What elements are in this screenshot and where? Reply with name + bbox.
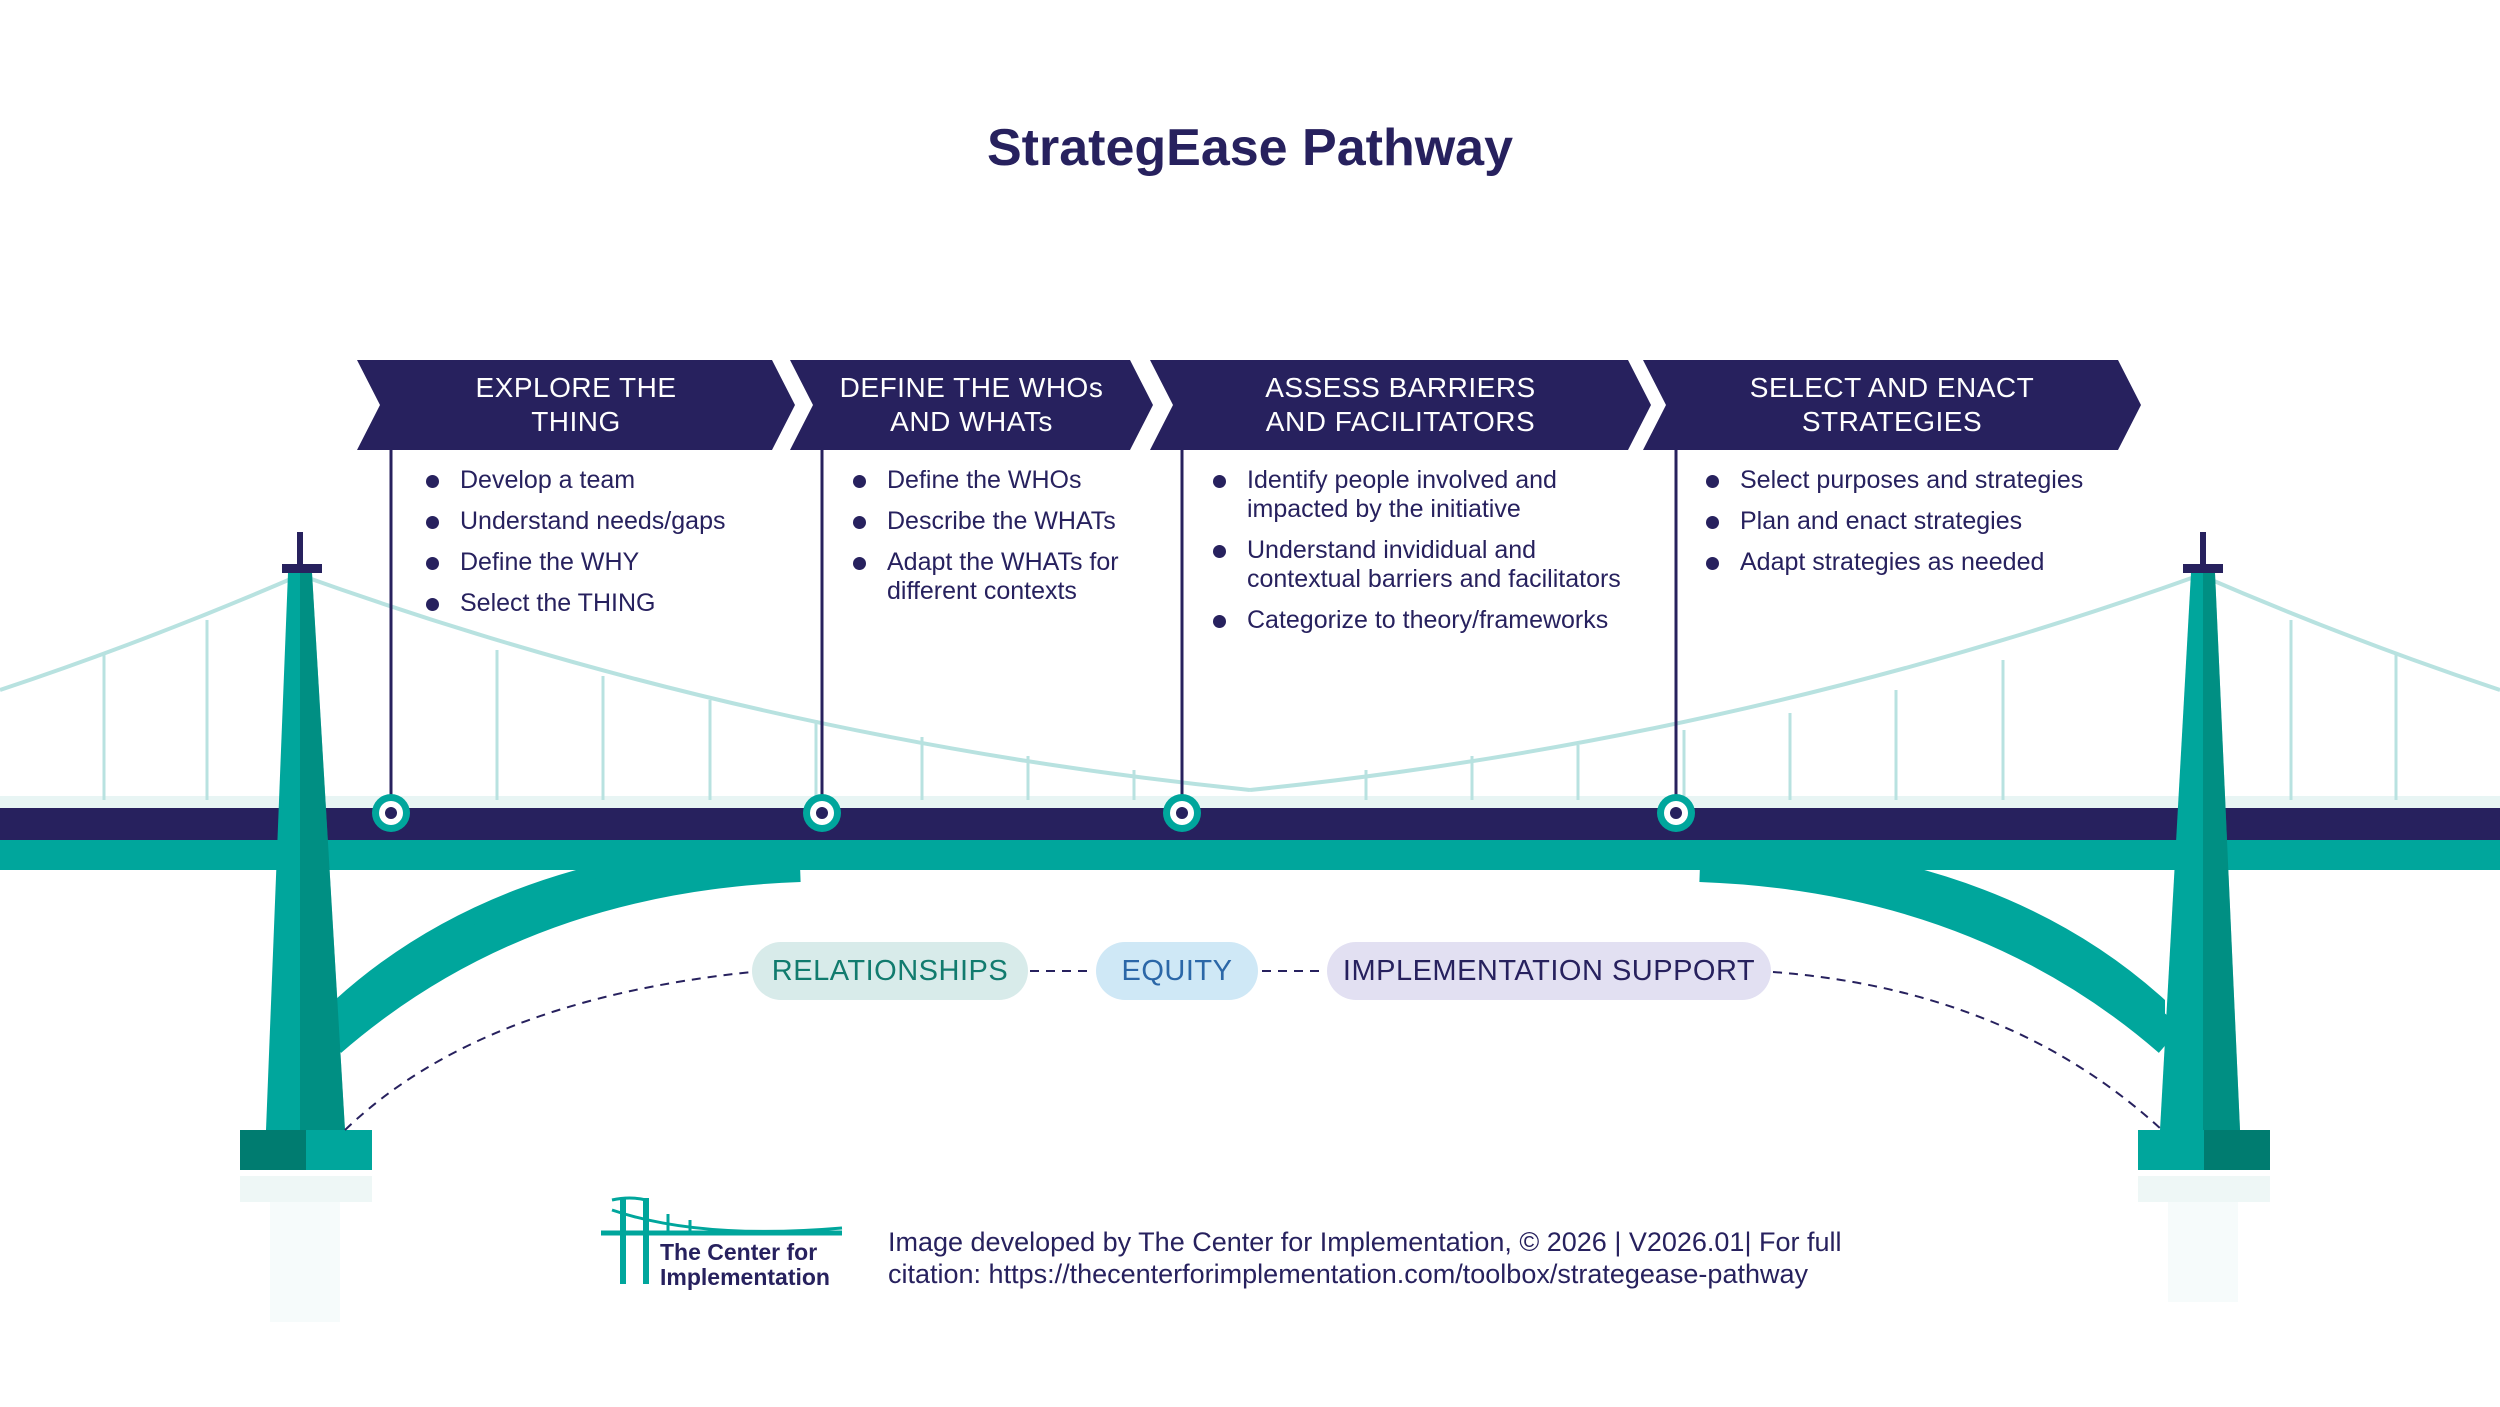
suspension-cables: [0, 573, 2500, 792]
list-item: Identify people involved and impacted by…: [1211, 466, 1671, 524]
phase-1-task-list: Develop a team Understand needs/gaps Def…: [424, 466, 804, 630]
milestone-marker-4: [1657, 794, 1695, 832]
list-item: Understand invididual and contextual bar…: [1211, 536, 1671, 594]
right-tower: [2138, 532, 2270, 1170]
implementation-support-pill: IMPLEMENTATION SUPPORT: [1327, 942, 1771, 1000]
right-outer-cable: [2199, 573, 2500, 692]
phase-connectors: [389, 450, 1678, 800]
milestone-marker-3: [1163, 794, 1201, 832]
credit-line-2: citation: https://thecenterforimplementa…: [888, 1259, 1808, 1289]
equity-pill: EQUITY: [1096, 942, 1258, 1000]
phase-label-select: SELECT AND ENACT STRATEGIES: [1749, 372, 2035, 437]
milestone-markers: [372, 794, 1695, 832]
bridge-deck-girder: [0, 840, 2500, 870]
deck-shadow: [0, 796, 2500, 808]
list-item: Define the WHOs: [851, 466, 1171, 495]
phase-banners: [357, 360, 2141, 450]
left-main-cable: [299, 573, 1251, 792]
left-tower-reflection-lower: [270, 1202, 340, 1322]
list-item: Develop a team: [424, 466, 804, 495]
milestone-marker-2: [803, 794, 841, 832]
list-item: Plan and enact strategies: [1704, 507, 2164, 536]
left-outer-cable: [0, 573, 301, 692]
credit-line-1: Image developed by The Center for Implem…: [888, 1227, 1842, 1257]
phase-banner-3: [1150, 360, 1651, 450]
left-tower-reflection: [240, 1176, 372, 1202]
list-item: Define the WHY: [424, 548, 804, 577]
phase-banner-4: [1643, 360, 2141, 450]
phase-4-task-list: Select purposes and strategies Plan and …: [1704, 466, 2164, 589]
phase-label-define: DEFINE THE WHOs AND WHATs: [839, 372, 1104, 437]
bridge-arch: [335, 840, 2165, 1045]
phase-banner-1: [357, 360, 795, 450]
right-arch-ring: [1699, 848, 2182, 1053]
list-item: Adapt the WHATs for different contexts: [851, 548, 1171, 606]
right-tower-reflection-lower: [2168, 1202, 2238, 1302]
bridge-deck-road: [0, 808, 2500, 840]
list-item: Understand needs/gaps: [424, 507, 804, 536]
phase-label-assess: ASSESS BARRIERS AND FACILITATORS: [1265, 372, 1536, 437]
milestone-marker-1: [372, 794, 410, 832]
list-item: Select the THING: [424, 589, 804, 618]
phase-banner-2: [790, 360, 1153, 450]
phase-3-task-list: Identify people involved and impacted by…: [1211, 466, 1671, 647]
cable-hangers: [102, 620, 2398, 800]
image-credit: Image developed by The Center for Implem…: [888, 1226, 2088, 1290]
relationships-pill: RELATIONSHIPS: [752, 942, 1028, 1000]
page-title: StrategEase Pathway: [986, 119, 1514, 177]
bridge-logo-icon: [601, 1196, 843, 1284]
right-main-cable: [1249, 573, 2201, 792]
logo-wordmark: The Center for Implementation: [660, 1239, 830, 1290]
list-item: Adapt strategies as needed: [1704, 548, 2164, 577]
phase-2-task-list: Define the WHOs Describe the WHATs Adapt…: [851, 466, 1171, 618]
list-item: Select purposes and strategies: [1704, 466, 2164, 495]
list-item: Categorize to theory/frameworks: [1211, 606, 1671, 635]
right-tower-reflection: [2138, 1176, 2270, 1202]
list-item: Describe the WHATs: [851, 507, 1171, 536]
left-tower: [240, 532, 372, 1170]
phase-label-explore: EXPLORE THE THING: [475, 372, 677, 437]
left-arch-ring: [318, 848, 801, 1053]
foundation-dashed-links: [344, 970, 2163, 1131]
